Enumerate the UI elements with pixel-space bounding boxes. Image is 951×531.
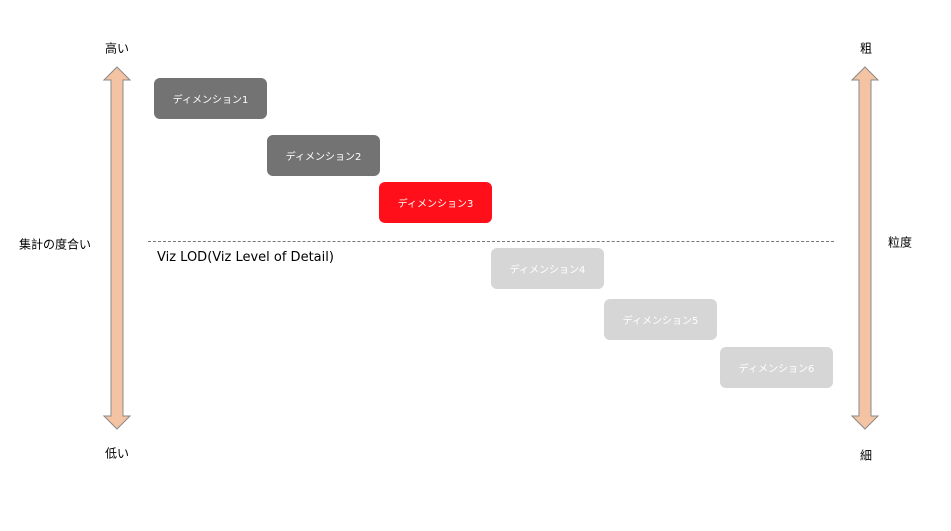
left-axis-top-label: 高い [104, 41, 130, 56]
dimension-2-box: ディメンション2 [267, 135, 380, 176]
right-axis-top-label: 粗 [859, 41, 873, 56]
right-double-arrow-icon [851, 66, 879, 430]
viz-lod-divider [148, 241, 834, 242]
dimension-1-box: ディメンション1 [154, 78, 267, 119]
left-axis-title: 集計の度合い [18, 237, 92, 252]
dimension-4-box: ディメンション4 [491, 248, 604, 289]
right-axis-title: 粒度 [887, 235, 913, 250]
dimension-3-box: ディメンション3 [379, 182, 492, 223]
dimension-6-box: ディメンション6 [720, 347, 833, 388]
right-axis-bottom-label: 細 [859, 448, 873, 463]
dimension-5-box: ディメンション5 [604, 299, 717, 340]
left-axis-bottom-label: 低い [104, 446, 130, 461]
viz-lod-label: Viz LOD(Viz Level of Detail) [157, 250, 334, 265]
left-double-arrow-icon [103, 66, 131, 430]
